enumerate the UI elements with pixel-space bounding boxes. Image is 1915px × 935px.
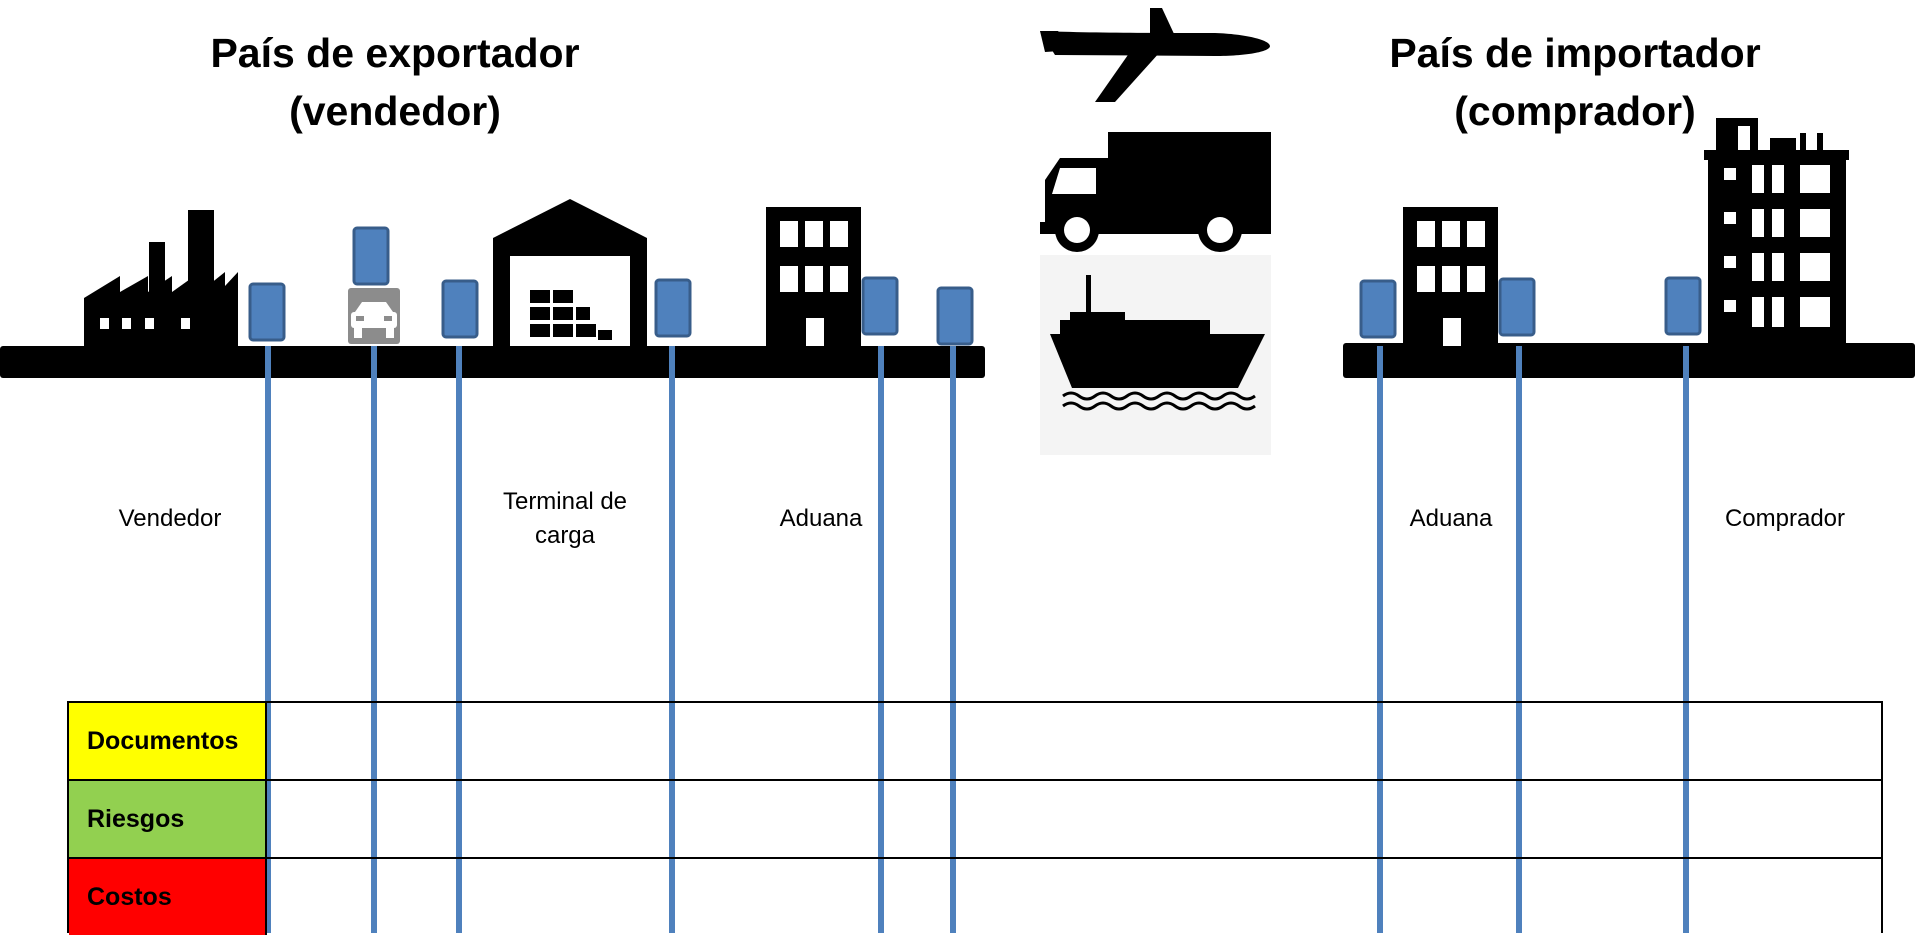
ship-icon (1040, 255, 1271, 455)
import-building-icon (1403, 207, 1498, 346)
table-row-risks: Riesgos (69, 781, 1881, 859)
documents-row-label: Documentos (69, 703, 267, 779)
marker-8 (1498, 277, 1536, 337)
cargo-terminal-label: Terminal de carga (475, 485, 655, 553)
importer-title-line2: (comprador) (1454, 88, 1696, 134)
truck-icon (1040, 132, 1271, 252)
cargo-terminal-label-line2: carga (534, 522, 596, 549)
marker-3 (441, 279, 479, 339)
import-customs-label: Aduana (1409, 505, 1493, 532)
exporter-country-title: País de exportador (vendedor) (150, 24, 640, 140)
marker-9 (1664, 276, 1702, 336)
marker-7 (1359, 279, 1397, 339)
seller-label: Vendedor (118, 505, 222, 532)
marker-4 (654, 278, 692, 338)
cargo-terminal-label-line1: Terminal de (502, 488, 628, 515)
costs-row-label: Costos (69, 859, 267, 935)
factory-icon (84, 210, 238, 346)
car-icon (348, 288, 400, 344)
buyer-label: Comprador (1724, 505, 1846, 532)
airplane-icon (1040, 8, 1270, 102)
marker-5 (861, 276, 899, 336)
exporter-title-line1: País de exportador (210, 30, 580, 76)
export-ground-bar (0, 346, 985, 378)
risks-row-label: Riesgos (69, 781, 267, 857)
marker-6 (936, 286, 974, 346)
building-icon (766, 207, 861, 346)
table-row-costs: Costos (69, 859, 1881, 935)
exporter-title-line2: (vendedor) (289, 88, 501, 134)
warehouse-icon (493, 199, 647, 346)
importer-title-line1: País de importador (1389, 30, 1761, 76)
import-ground-bar (1343, 343, 1915, 378)
marker-1 (248, 282, 286, 342)
obligations-table: Documentos Riesgos Costos (67, 701, 1883, 935)
marker-2 (352, 226, 390, 286)
skyscraper-icon (1704, 118, 1849, 346)
export-customs-label: Aduana (779, 505, 863, 532)
table-row-documents: Documentos (69, 703, 1881, 781)
importer-country-title: País de importador (comprador) (1340, 24, 1810, 140)
